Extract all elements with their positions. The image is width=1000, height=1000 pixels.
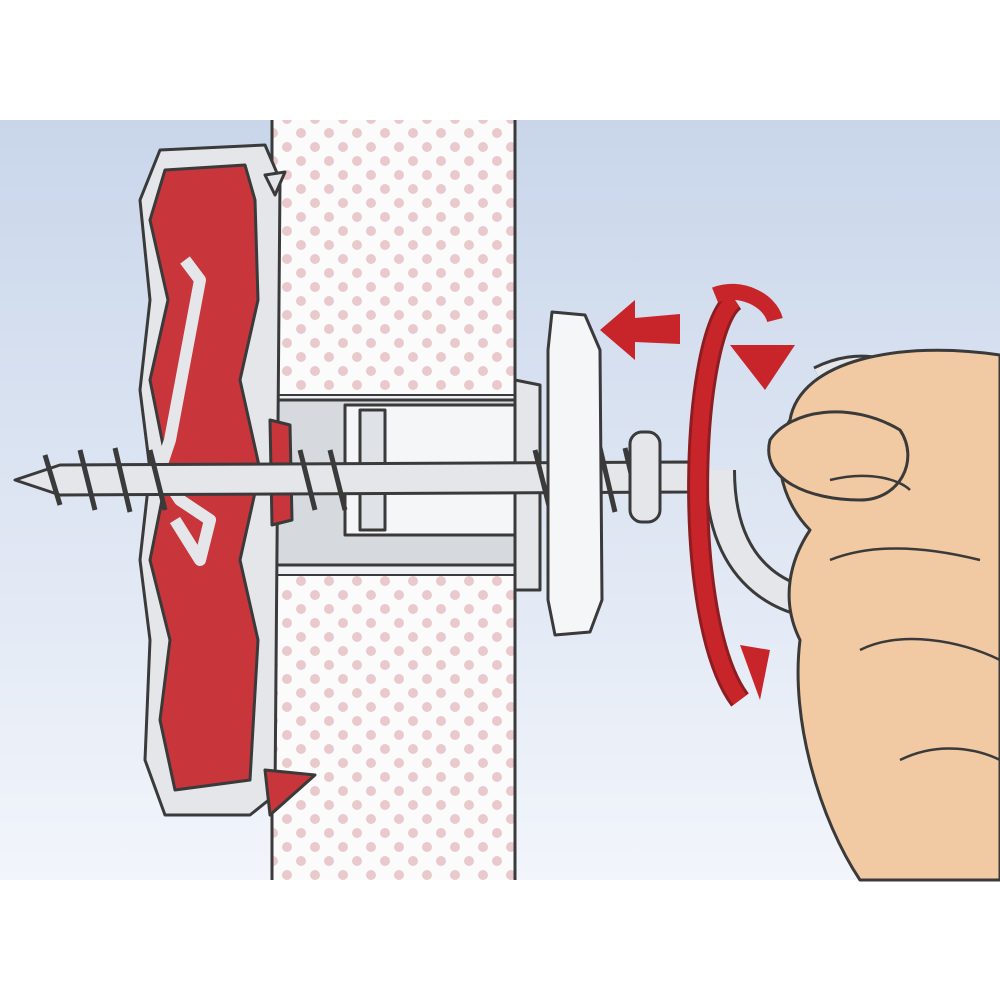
hand-icon bbox=[767, 348, 1000, 882]
washer-plate-icon bbox=[546, 310, 604, 637]
rotate-arrow-icon bbox=[687, 283, 795, 707]
push-left-arrow-icon bbox=[600, 300, 680, 360]
